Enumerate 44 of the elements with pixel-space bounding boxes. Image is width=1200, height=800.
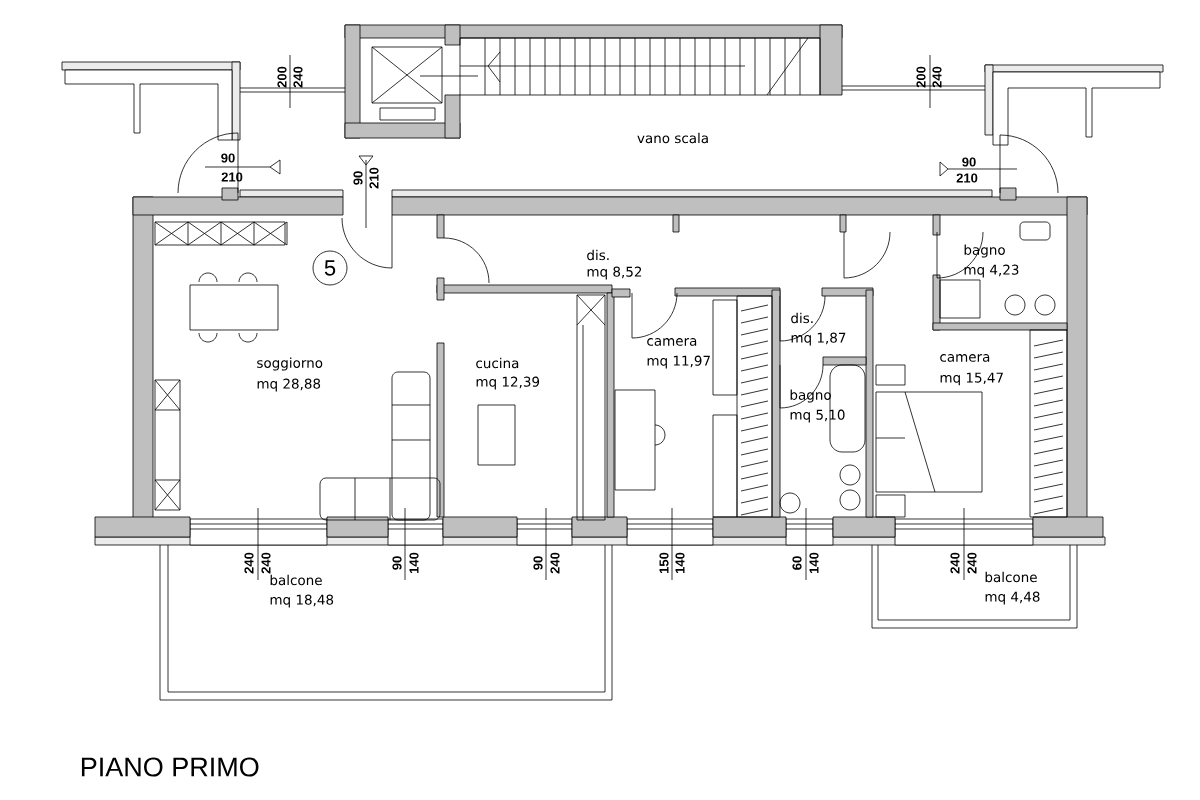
room-label: camera [647,338,697,346]
room-label: mq 4,48 [985,591,1040,605]
room-label: bagno [790,389,831,403]
room-label: dis. [791,312,813,324]
plan-title: PIANO PRIMO [81,757,259,777]
dimension-value: 150 [659,552,669,573]
room-label: mq 8,52 [587,266,642,280]
room-label: mq 1,87 [791,332,846,346]
dimension-value: 140 [409,552,419,573]
dimension-value: 200 [916,66,926,88]
room-label: mq 5,10 [790,409,845,423]
dimension-value: 60 [792,556,802,570]
dimension-value: 240 [950,552,960,574]
dimension-value: 240 [550,552,560,574]
dimension-value: 240 [932,66,942,88]
dimension-value: 90 [221,153,235,163]
room-label: mq 11,97 [647,355,710,369]
dimension-value: 240 [261,552,271,574]
dimension-value: 90 [392,556,402,570]
room-label: mq 18,48 [270,594,334,608]
room-label: mq 15,47 [940,372,1003,386]
room-label: mq 28,88 [257,378,321,392]
dimension-value: 90 [353,171,363,185]
dimension-value: 90 [533,556,543,570]
room-label: mq 12,39 [476,376,540,390]
room-label: dis. [587,249,609,261]
dimension-value: 140 [809,552,819,573]
room-label: bagno [964,244,1005,258]
room-label: balcone [270,574,322,586]
room-label: soggiorno [257,357,323,371]
dimension-value: 90 [962,157,976,167]
room-label: balcone [985,571,1037,583]
room-label: vano scala [637,132,708,144]
dimension-value: 240 [244,552,254,574]
room-label: cucina [476,357,519,369]
dimension-value: 210 [221,172,243,182]
dimension-value: 210 [369,167,379,189]
room-label: mq 4,23 [964,264,1019,278]
dimension-value: 240 [293,66,303,88]
dimension-value: 240 [967,552,977,574]
dimension-value: 140 [675,552,685,573]
dimension-value: 200 [277,66,287,88]
room-label: camera [940,354,990,362]
dimension-value: 210 [956,173,978,183]
